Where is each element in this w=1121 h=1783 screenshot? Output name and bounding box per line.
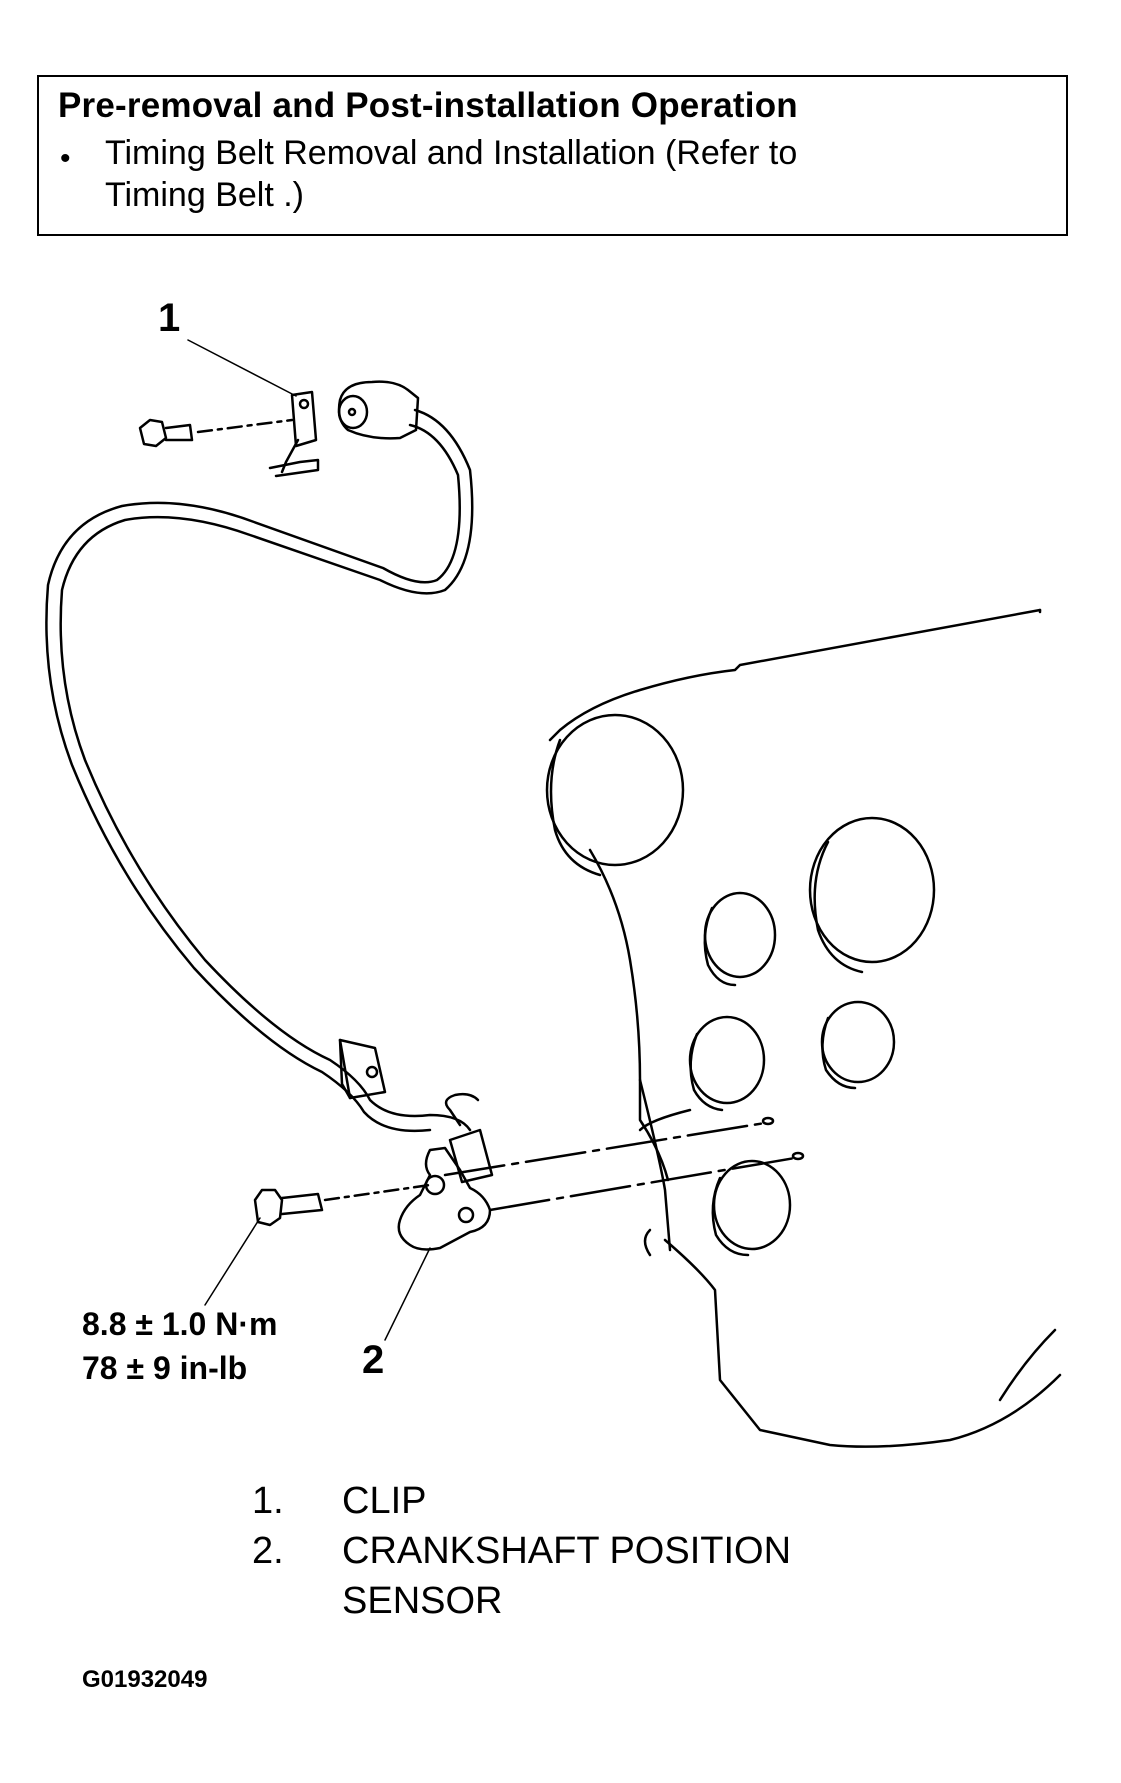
note-line-1: Timing Belt Removal and Installation (Re…	[105, 134, 798, 172]
engine-plug-small-2	[820, 1000, 896, 1090]
torque-imperial: 78 ± 9 in-lb	[82, 1350, 248, 1386]
leader-sensor	[384, 1247, 431, 1341]
clip-bolt	[138, 418, 294, 448]
note-title: Pre-removal and Post-installation Operat…	[58, 86, 798, 125]
leader-clip	[187, 339, 297, 397]
legend-label-2-cont: SENSOR	[342, 1580, 503, 1622]
callout-sensor: 2	[362, 1338, 385, 1382]
engine-plug-small-3	[688, 1015, 766, 1112]
note-line-2: Timing Belt .)	[105, 176, 305, 214]
engine-block-outline	[548, 608, 1062, 1448]
engine-plug-large-right	[808, 816, 936, 974]
crankshaft-sensor-body	[397, 1092, 494, 1251]
alignment-line-upper	[443, 1121, 767, 1177]
harness-clamp	[338, 1038, 387, 1100]
engine-plug-large-left	[545, 713, 685, 877]
sensor-connector	[337, 380, 420, 440]
leader-torque	[204, 1217, 261, 1306]
figure-id: G01932049	[82, 1666, 208, 1693]
torque-metric: 8.8 ± 1.0 N·m	[82, 1306, 278, 1342]
legend-num-1: 1.	[252, 1480, 284, 1522]
sensor-harness	[45, 408, 474, 1133]
engine-plug-small-1	[703, 891, 777, 987]
engine-plug-small-4	[711, 1159, 792, 1257]
legend-label-2: CRANKSHAFT POSITION	[342, 1530, 792, 1572]
alignment-line-lower	[488, 1156, 797, 1212]
legend-num-2: 2.	[252, 1530, 284, 1572]
legend-label-1: CLIP	[342, 1480, 427, 1522]
callout-clip: 1	[158, 296, 181, 340]
operation-note-box	[37, 75, 1068, 236]
clip-part	[268, 390, 320, 478]
bullet-icon: •	[60, 142, 71, 175]
sensor-bolt	[253, 1183, 432, 1227]
